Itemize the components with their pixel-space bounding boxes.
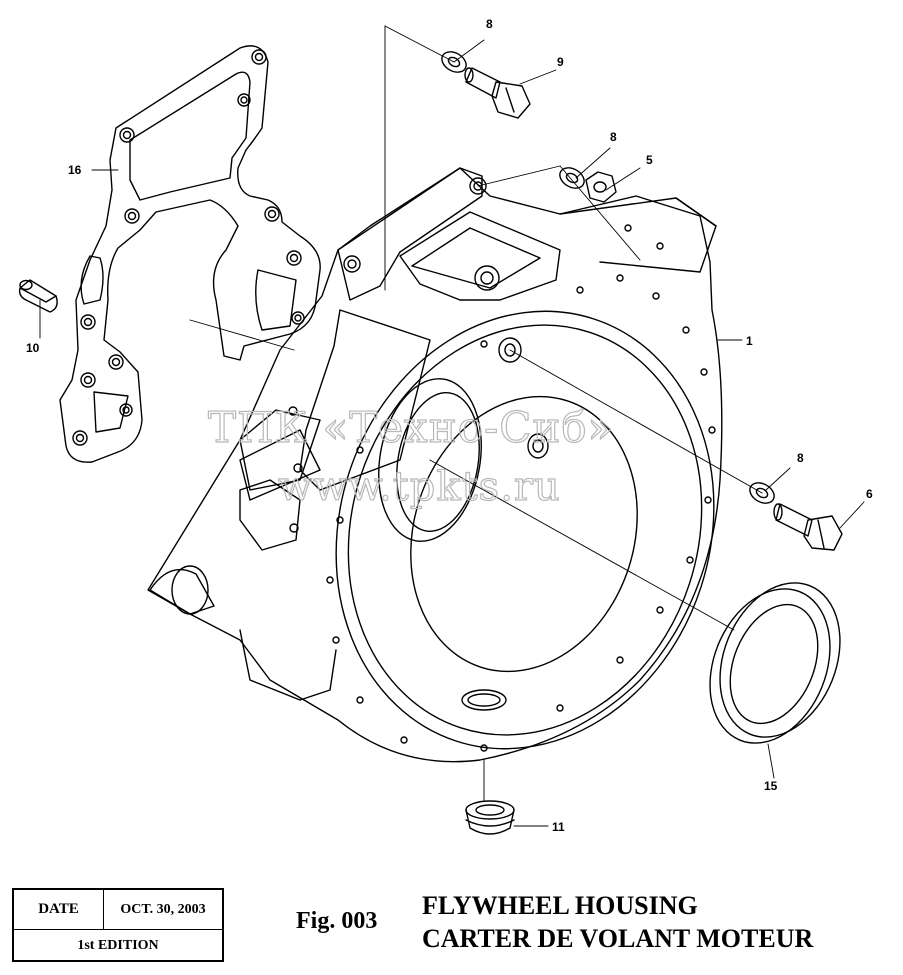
plug-part-11 [465, 800, 515, 835]
figure-number: Fig. 003 [296, 908, 378, 934]
title-block: DATE OCT. 30, 2003 1st EDITION [12, 888, 224, 962]
flywheel-housing-part-1 [147, 167, 723, 763]
bolt-part-9 [464, 67, 531, 119]
washer-part-8-middle [559, 167, 585, 189]
watermark-line-2: www.tpkts.ru [278, 464, 561, 510]
figure-title-en: FLYWHEEL HOUSING [422, 891, 698, 920]
bolt-part-6 [773, 503, 843, 551]
callout-6: 6 [866, 487, 873, 501]
callout-5: 5 [646, 153, 653, 167]
callout-16: 16 [68, 163, 82, 177]
edition-label: 1st EDITION [77, 938, 159, 953]
figure-titles: FLYWHEEL HOUSING CARTER DE VOLANT MOTEUR [422, 889, 813, 955]
seal-part-15 [709, 582, 841, 744]
date-label: DATE [14, 890, 104, 929]
callout-1: 1 [746, 334, 753, 348]
title-block-date-row: DATE OCT. 30, 2003 [14, 890, 222, 930]
watermark-line-1: ТПК «Техно-Сиб» [208, 403, 614, 452]
figure-title-fr: CARTER DE VOLANT MOTEUR [422, 924, 814, 953]
callout-8-top: 8 [486, 17, 493, 31]
gasket-part-16 [59, 45, 321, 463]
nut-part-5 [585, 171, 617, 203]
dowel-pin-part-10 [18, 279, 58, 313]
callout-15: 15 [764, 779, 778, 793]
callout-8-middle: 8 [610, 130, 617, 144]
callout-10: 10 [26, 341, 40, 355]
callout-labels: 16 10 8 9 8 5 1 8 6 15 11 [26, 17, 873, 834]
leader-lines [39, 25, 865, 827]
callout-9: 9 [557, 55, 564, 69]
callout-11: 11 [552, 820, 565, 834]
date-value: OCT. 30, 2003 [120, 901, 206, 917]
callout-8-right: 8 [797, 451, 804, 465]
